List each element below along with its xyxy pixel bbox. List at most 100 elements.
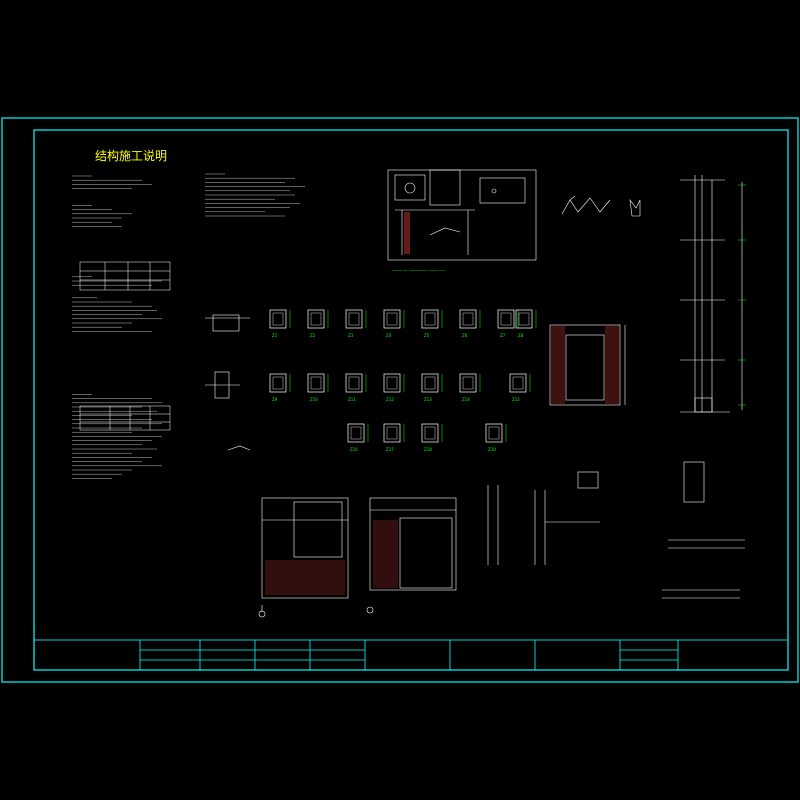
column-section-label: Z13 xyxy=(424,397,432,402)
column-section-label: Z6 xyxy=(462,333,468,338)
column-section: Z3 xyxy=(345,309,367,338)
column-section-outline xyxy=(421,373,439,393)
column-section-stirrup xyxy=(462,376,474,390)
column-section: Z5 xyxy=(421,309,443,338)
column-section-label: Z15 xyxy=(512,397,520,402)
column-section-outline xyxy=(459,309,477,329)
slab-edge-details xyxy=(662,461,745,599)
column-section-outline xyxy=(347,423,365,443)
column-section-stirrup xyxy=(424,376,436,390)
notes-table-1 xyxy=(79,261,171,291)
column-section-outline xyxy=(345,373,363,393)
lintel-hatch-2 xyxy=(373,520,398,588)
column-section-stirrup xyxy=(272,312,284,326)
column-elevation-dims xyxy=(738,184,746,406)
column-section-stirrup xyxy=(424,312,436,326)
column-section-outline xyxy=(421,423,439,443)
column-section-stirrup xyxy=(310,312,322,326)
column-section: Z14 xyxy=(459,373,481,402)
column-section-stirrup xyxy=(518,312,530,326)
column-section-label: Z19 xyxy=(488,447,496,452)
column-section-stirrup xyxy=(500,312,512,326)
column-section-label: Z8 xyxy=(518,333,524,338)
column-section: Z9 xyxy=(269,373,291,402)
column-section-outline xyxy=(307,309,325,329)
lintel-detail-2 xyxy=(366,497,457,614)
wall-tie-details xyxy=(487,471,600,565)
column-section-outline xyxy=(345,309,363,329)
foundation-detail xyxy=(387,169,537,261)
opening-hatch-right xyxy=(605,326,619,404)
column-section-label: Z11 xyxy=(348,397,356,402)
column-section: Z4 xyxy=(383,309,405,338)
column-section-stirrup xyxy=(350,426,362,440)
column-section-outline xyxy=(485,423,503,443)
column-section: Z12 xyxy=(383,373,405,402)
column-elevation xyxy=(680,175,743,413)
column-section: Z19 xyxy=(485,423,507,452)
column-section-label: Z12 xyxy=(386,397,394,402)
column-section-stirrup xyxy=(512,376,524,390)
rebar-hook-details xyxy=(561,195,641,217)
general-notes-column-2 xyxy=(205,173,305,217)
column-section-outline xyxy=(515,309,533,329)
outer-border xyxy=(1,117,799,683)
column-section-outline xyxy=(497,309,515,329)
column-section-label: Z5 xyxy=(424,333,430,338)
column-section: Z16 xyxy=(347,423,369,452)
column-section-label: Z3 xyxy=(348,333,354,338)
column-section-outline xyxy=(269,373,287,393)
beam-column-joint-detail xyxy=(205,314,251,451)
column-section-label: Z7 xyxy=(500,333,506,338)
column-section: Z6 xyxy=(459,309,481,338)
column-section: Z11 xyxy=(345,373,367,402)
lintel-detail-1 xyxy=(258,497,349,618)
column-section: Z7 xyxy=(497,309,519,338)
column-section-stirrup xyxy=(348,312,360,326)
column-section: Z13 xyxy=(421,373,443,402)
column-section-outline xyxy=(307,373,325,393)
column-section-stirrup xyxy=(386,312,398,326)
opening-detail xyxy=(549,324,626,406)
column-section-label: Z16 xyxy=(350,447,358,452)
column-section-label: Z2 xyxy=(310,333,316,338)
column-section-stirrup xyxy=(386,376,398,390)
column-section-label: Z17 xyxy=(386,447,394,452)
column-section-outline xyxy=(269,309,287,329)
column-section: Z10 xyxy=(307,373,329,402)
column-section: Z18 xyxy=(421,423,443,452)
column-section-stirrup xyxy=(272,376,284,390)
column-section-outline xyxy=(383,423,401,443)
column-section: Z15 xyxy=(509,373,531,402)
column-section-outline xyxy=(459,373,477,393)
foundation-note: ──── ── ──────── ──── ── xyxy=(391,268,446,273)
column-section-label: Z1 xyxy=(272,333,278,338)
column-section-outline xyxy=(383,373,401,393)
column-section-outline xyxy=(509,373,527,393)
foundation-hatch xyxy=(404,212,410,254)
general-notes-column-1 xyxy=(72,175,162,479)
title-block xyxy=(33,639,789,671)
column-section-outline xyxy=(383,309,401,329)
column-section: Z17 xyxy=(383,423,405,452)
notes-table-2 xyxy=(79,405,171,431)
lintel-hatch-1 xyxy=(265,560,345,595)
column-section: Z8 xyxy=(515,309,537,338)
opening-hatch-left xyxy=(551,326,565,404)
column-section-stirrup xyxy=(386,426,398,440)
column-section-label: Z18 xyxy=(424,447,432,452)
column-section: Z1 xyxy=(269,309,291,338)
column-section-stirrup xyxy=(488,426,500,440)
column-section-label: Z10 xyxy=(310,397,318,402)
column-section-label: Z4 xyxy=(386,333,392,338)
column-section-stirrup xyxy=(310,376,322,390)
column-section-label: Z9 xyxy=(272,397,278,402)
column-section-label: Z14 xyxy=(462,397,470,402)
column-section: Z2 xyxy=(307,309,329,338)
drawing-title: 结构施工说明 xyxy=(95,148,167,163)
column-section-outline xyxy=(421,309,439,329)
column-section-stirrup xyxy=(424,426,436,440)
